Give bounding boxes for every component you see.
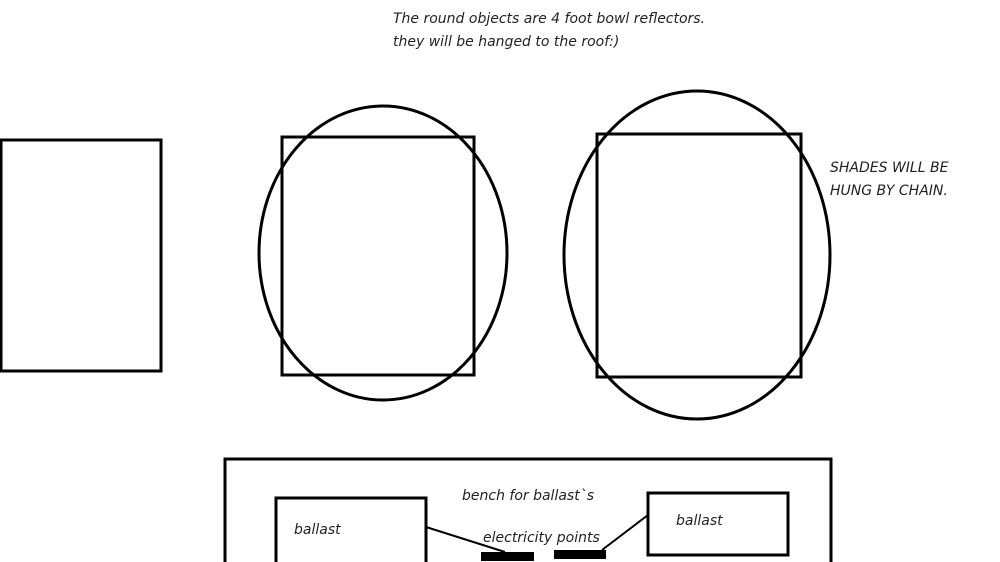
right-shade-rect bbox=[595, 132, 803, 379]
right-bowl-reflector bbox=[562, 89, 832, 421]
middle-shade-rect bbox=[280, 135, 476, 377]
electricity-point-right bbox=[554, 550, 606, 559]
plain-shade-rect bbox=[0, 138, 163, 373]
reflector-note-line-2: they will be hanged to the roof:) bbox=[393, 34, 620, 50]
ballast-right-box bbox=[646, 491, 790, 557]
ballast-right-label: ballast bbox=[676, 513, 723, 529]
ballast-bench bbox=[223, 457, 833, 562]
cable-right bbox=[601, 514, 649, 551]
bench-label: bench for ballast`s bbox=[462, 488, 594, 504]
reflector-note-line-1: The round objects are 4 foot bowl reflec… bbox=[393, 11, 706, 27]
shades-note-line-2: HUNG BY CHAIN. bbox=[830, 183, 948, 199]
electricity-point-left bbox=[481, 552, 534, 561]
cable-left bbox=[425, 526, 506, 553]
shades-note-line-1: SHADES WILL BE bbox=[830, 160, 949, 176]
electricity-points-label: electricity points bbox=[483, 530, 600, 546]
ballast-left-box bbox=[274, 496, 428, 562]
ballast-left-label: ballast bbox=[294, 522, 341, 538]
middle-bowl-reflector bbox=[257, 104, 509, 402]
